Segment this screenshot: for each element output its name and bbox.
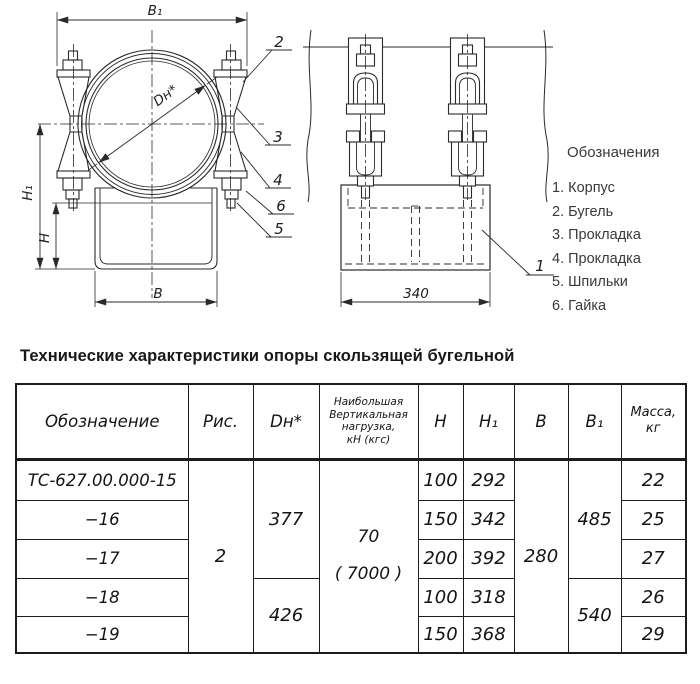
load-value-kgs: ( 7000 ) — [334, 564, 403, 585]
technical-drawing: B₁ Dн* H₁ H B 340 2 3 4 6 5 1 — [20, 3, 554, 307]
cell-designation: −18 — [15, 577, 189, 617]
dim-label-dn: Dн* — [150, 82, 181, 110]
cell-h: 100 — [417, 577, 464, 617]
legend-item-gaika: 6. Гайка — [552, 297, 607, 314]
right-lug-assembly — [213, 50, 248, 209]
hidden-lines — [345, 188, 486, 265]
table-row: ТС-627.00.000-15 2 377 70 ( 7000 ) 100 2… — [15, 458, 687, 654]
col-header-load: Наибольшая Вертикальная нагрузка, кН (кг… — [318, 383, 419, 461]
table-header-row: Обозначение Рис. Dн* Наибольшая Вертикал… — [15, 383, 687, 461]
dim-label-h1: H₁ — [20, 185, 36, 201]
legend-item-korpus: 1. Корпус — [552, 180, 615, 196]
left-lug-assembly — [56, 50, 91, 209]
mass-header-line2: кг — [645, 421, 661, 437]
cell-h: 150 — [417, 615, 464, 654]
channel-support — [52, 187, 218, 270]
legend: Обозначения 1. Корпус 2. Бугель 3. Прокл… — [552, 144, 660, 318]
col-header-h: H — [417, 383, 464, 461]
cell-designation: −16 — [15, 499, 189, 540]
col-header-h1: H₁ — [462, 383, 515, 461]
callout-number-1: 1 — [535, 257, 545, 275]
cell-designation: −19 — [15, 615, 189, 654]
callout-number-6: 6 — [276, 197, 286, 215]
cell-h1: 318 — [462, 577, 515, 617]
dim-label-b1: B₁ — [148, 3, 163, 19]
cell-h1: 368 — [462, 615, 515, 654]
table-row: −16 150 342 25 — [15, 499, 687, 540]
cell-h: 100 — [417, 458, 464, 501]
cell-mass: 25 — [620, 499, 687, 540]
col-header-b: B — [513, 383, 569, 461]
cell-load: 70 ( 7000 ) — [318, 458, 419, 654]
callout-number-5: 5 — [274, 220, 284, 238]
load-header-line1: Наибольшая — [333, 396, 404, 409]
load-header-line2: Вертикальная — [329, 408, 408, 421]
mass-header-line1: Масса, — [630, 405, 677, 421]
dim-label-h: H — [37, 233, 53, 243]
callout-number-4: 4 — [273, 171, 283, 189]
spec-table: Обозначение Рис. Dн* Наибольшая Вертикал… — [15, 383, 687, 654]
cell-designation: −17 — [15, 538, 189, 579]
callout-leader-korpus — [481, 229, 554, 276]
cell-h1: 392 — [462, 538, 515, 579]
cell-fig: 2 — [187, 458, 254, 654]
callout-number-3: 3 — [273, 128, 283, 146]
stud-assembly-right — [447, 37, 488, 199]
col-header-designation: Обозначение — [15, 383, 189, 461]
cell-mass: 26 — [620, 577, 687, 617]
col-header-mass: Масса, кг — [620, 383, 687, 461]
legend-item-shpilki: 5. Шпильки — [552, 274, 628, 290]
table-row: −19 150 368 29 — [15, 615, 687, 654]
callout-number-2: 2 — [274, 33, 284, 51]
legend-item-prokladka-3: 3. Прокладка — [552, 227, 641, 243]
support-side-view — [303, 29, 554, 307]
col-header-fig: Рис. — [187, 383, 254, 461]
cell-b1-upper: 485 — [567, 458, 622, 579]
clamp-front-view — [35, 12, 294, 307]
dimension-lines — [35, 12, 248, 307]
load-value-kn: 70 — [357, 527, 380, 548]
cell-dn-upper: 377 — [252, 458, 320, 579]
cell-b: 280 — [513, 458, 569, 654]
dim-label-b: B — [153, 286, 162, 302]
cell-h: 150 — [417, 499, 464, 540]
col-header-b1: B₁ — [567, 383, 622, 461]
cell-h: 200 — [417, 538, 464, 579]
legend-item-prokladka-4: 4. Прокладка — [552, 250, 641, 267]
callout-leaders — [235, 49, 294, 238]
cell-h1: 292 — [462, 458, 515, 501]
table-row: −17 200 392 27 — [15, 538, 687, 579]
load-header-line4: кН (кгс) — [346, 433, 391, 446]
load-header-line3: нагрузка, — [341, 421, 396, 434]
cell-b1-lower: 540 — [567, 577, 622, 654]
section-title: Технические характеристики опоры скользя… — [20, 347, 515, 365]
dim-label-340: 340 — [403, 286, 429, 302]
cell-h1: 342 — [462, 499, 515, 540]
legend-title: Обозначения — [567, 144, 660, 161]
cell-dn-lower: 426 — [252, 577, 320, 654]
cell-mass: 29 — [620, 615, 687, 654]
stud-centerlines — [365, 34, 468, 200]
cell-mass: 27 — [620, 538, 687, 579]
cell-designation: ТС-627.00.000-15 — [15, 458, 189, 501]
pipe-break-lines — [303, 29, 553, 203]
col-header-dn: Dн* — [252, 383, 320, 461]
legend-item-bugel: 2. Бугель — [552, 203, 614, 220]
cell-mass: 22 — [620, 458, 687, 501]
table-row: −18 426 100 318 540 26 — [15, 577, 687, 654]
base-width-dimension — [340, 272, 491, 307]
